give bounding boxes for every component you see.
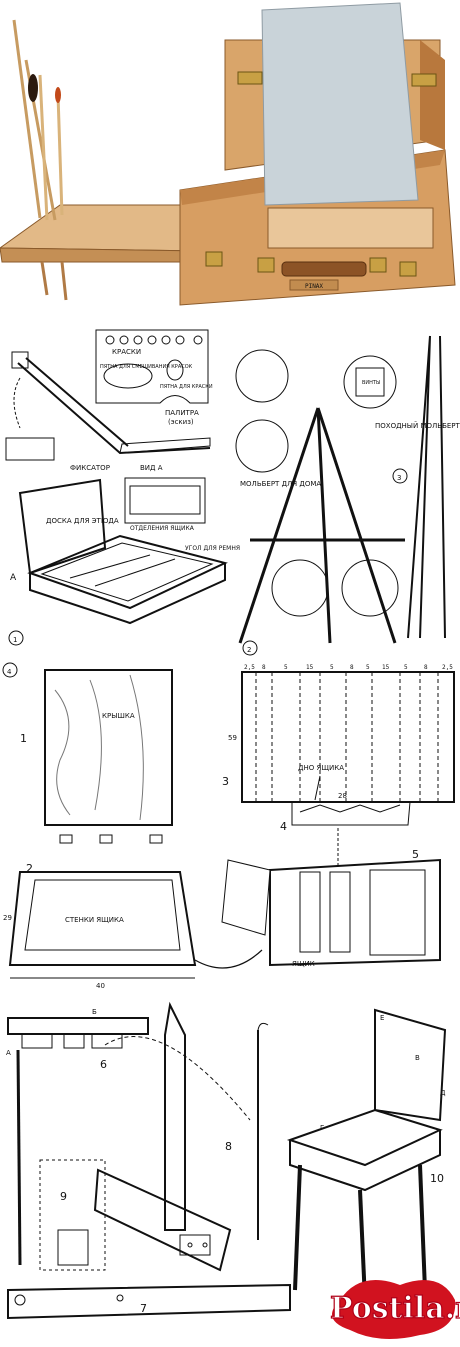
top-dim: 8 <box>424 664 428 671</box>
top-dim: 5 <box>404 664 408 671</box>
top-dim: 5 <box>366 664 370 671</box>
palette-sub: (эскиз) <box>168 418 194 426</box>
top-dim: 8 <box>350 664 354 671</box>
fixator-label: ФИКСАТОР <box>70 464 110 472</box>
part-5: 5 <box>412 848 419 861</box>
jar-label: ВИНТЫ <box>362 380 380 386</box>
part-9: 9 <box>60 1190 67 1203</box>
top-dim: 8 <box>262 664 266 671</box>
dim-side: 59 <box>228 734 237 742</box>
marker-a: А <box>10 573 17 583</box>
drawer-label: ОТДЕЛЕНИЯ ЯЩИКА <box>130 525 195 532</box>
fig2-label: МОЛЬБЕРТ ДЛЯ ДОМА <box>240 480 321 488</box>
dim-width: 40 <box>96 982 105 990</box>
palette-label: ПАЛИТРА <box>165 409 199 417</box>
figure-4: 4 КРЫШКА 1 СТЕНКИ ЯЩИКА 2 29 40 59 3 2,5… <box>0 660 460 1000</box>
part-10: 10 <box>430 1172 444 1185</box>
top-dim: 2,5 <box>442 664 453 671</box>
letter-g: Г <box>320 1124 324 1132</box>
part-6: 6 <box>100 1058 107 1071</box>
box-label: ЯЩИК <box>292 960 315 968</box>
part-7: 7 <box>140 1302 147 1315</box>
top-dim: 2,5 <box>244 664 255 671</box>
palette-text-2: ПЯТНА ДЛЯ СМЕШИВАНИЯ КРАСОК <box>100 364 193 370</box>
palette-text-1: КРАСКИ <box>112 348 141 356</box>
part-8: 8 <box>225 1140 232 1153</box>
dim-height: 29 <box>3 914 12 922</box>
brand-plate: PINAX <box>305 283 323 290</box>
figure-1-3: КРАСКИ ПЯТНА ДЛЯ СМЕШИВАНИЯ КРАСОК ПЯТНА… <box>0 318 460 658</box>
top-dim: 15 <box>382 664 390 671</box>
fig3-number: 3 <box>397 474 401 482</box>
fig4-number: 4 <box>7 668 12 676</box>
view-label: ВИД А <box>140 464 163 472</box>
lid-label: КРЫШКА <box>102 712 135 720</box>
letter-v: В <box>415 1054 420 1062</box>
figure-6-10: А Б 6 9 8 7 В Г Д Е 10 Postila.ru <box>0 1000 460 1347</box>
part-1: 1 <box>20 732 27 745</box>
bottom-label: ДНО ЯЩИКА <box>298 764 344 772</box>
top-dim: 15 <box>306 664 314 671</box>
top-dim: 5 <box>284 664 288 671</box>
part-2: 2 <box>26 862 33 875</box>
walls-label: СТЕНКИ ЯЩИКА <box>65 916 124 924</box>
part-4: 4 <box>280 820 287 833</box>
fig2-number: 2 <box>247 646 251 654</box>
palette-text-3: ПЯТНА ДЛЯ КРАСКИ <box>160 384 213 390</box>
dim-inner: 28 <box>338 792 347 800</box>
easel-photo: PINAX <box>0 0 460 310</box>
letter-b: Б <box>92 1008 97 1016</box>
letter-d: Д <box>440 1089 446 1097</box>
fig3-label: ПОХОДНЫЙ МОЛЬБЕРТ <box>375 421 460 430</box>
corner-label: УГОЛ ДЛЯ РЕМНЯ <box>185 545 240 552</box>
part-3: 3 <box>222 775 229 788</box>
letter-e: Е <box>380 1014 384 1022</box>
fig1-number: 1 <box>13 636 17 644</box>
letter-a: А <box>6 1049 11 1057</box>
board-label: ДОСКА ДЛЯ ЭТЮДА <box>46 517 119 525</box>
top-dim: 5 <box>330 664 334 671</box>
watermark-text: Postila.ru <box>330 1291 460 1326</box>
